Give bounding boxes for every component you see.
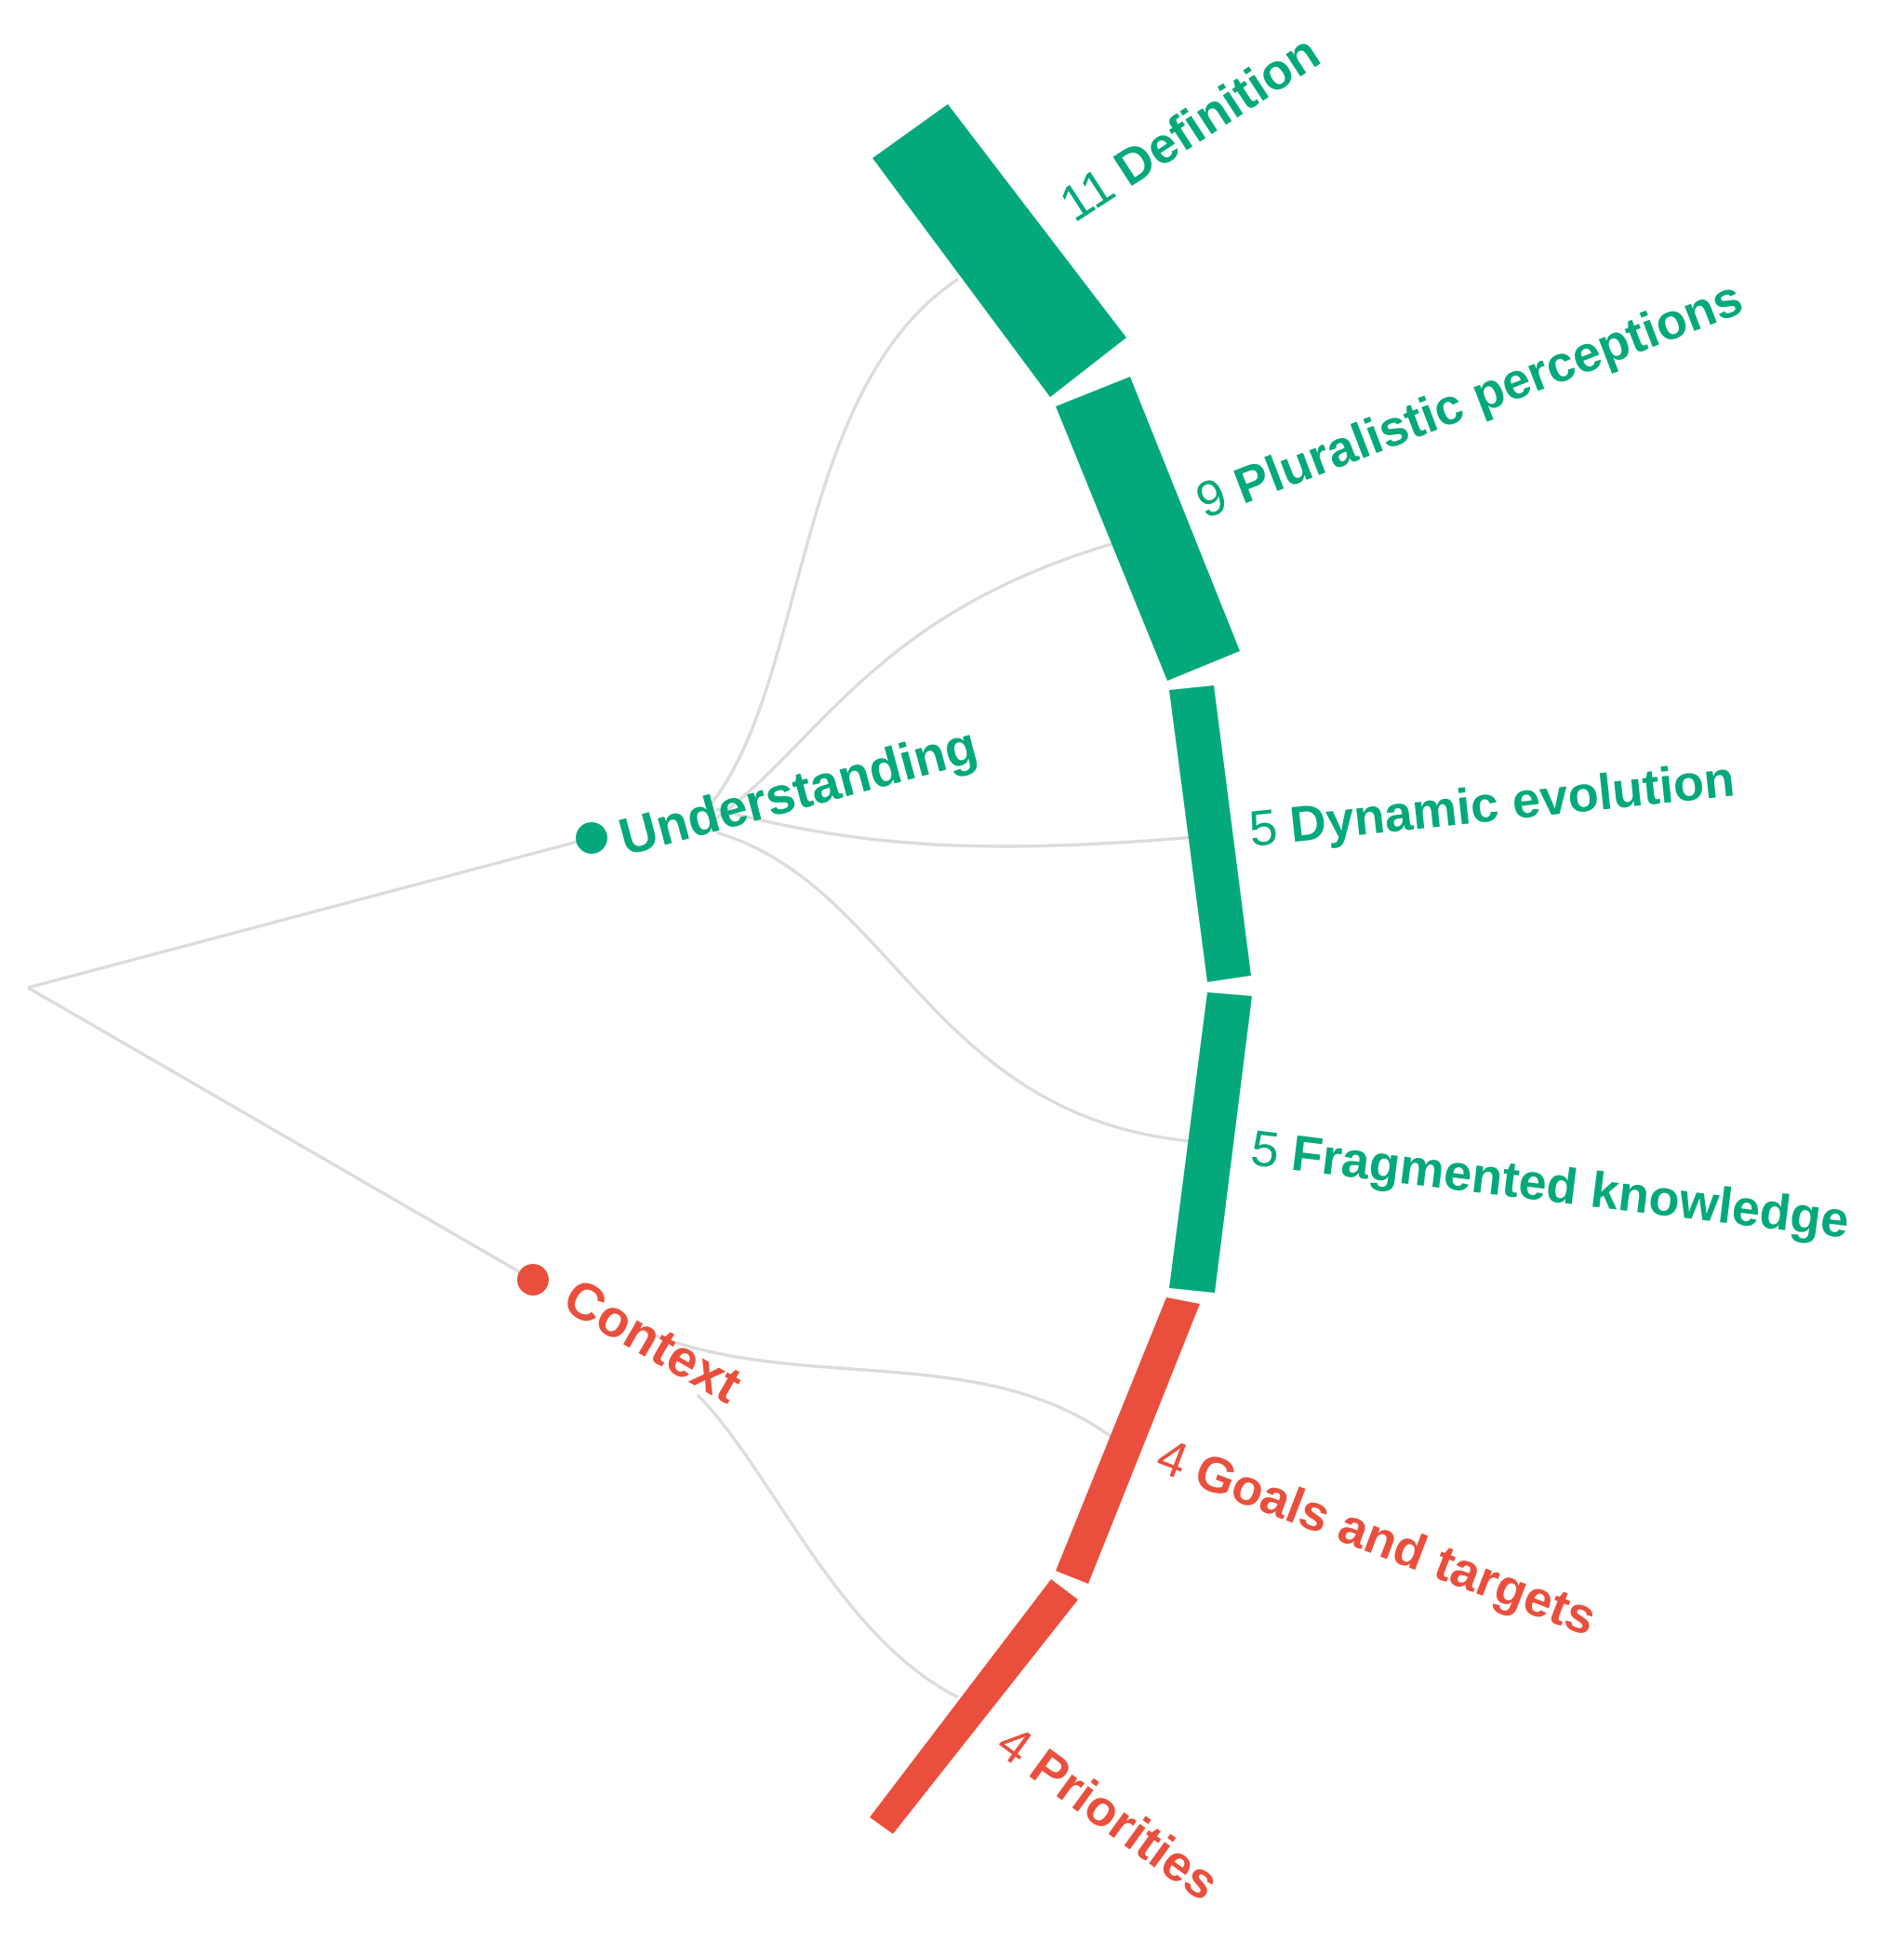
leaf-count-fragmented-knowledge: 5 [1248,1120,1283,1178]
leaf-label-definition: 11 Definition [1050,24,1329,233]
leaf-label-pluralistic-perceptions: 9 Pluralistic perceptions [1189,270,1750,529]
group-nodes-layer [517,822,607,1296]
link-understanding-dynamic-evolution [715,807,1196,848]
root-link-understanding [27,836,593,990]
leaf-label-dynamic-evolution: 5 Dynamic evolution [1246,751,1738,857]
leaf-label-priorities: 4 Priorities [987,1714,1229,1911]
link-understanding-pluralistic-perceptions [714,542,1112,820]
link-context-goals-and-targets [641,1328,1112,1439]
leaf-name-goals-and-targets: Goals and targets [1188,1442,1604,1646]
bar-dynamic-evolution[interactable] [1169,685,1251,982]
leaf-count-pluralistic-perceptions: 9 [1189,467,1235,529]
link-context-priorities [696,1393,959,1699]
bar-priorities[interactable] [870,1579,1078,1834]
leaf-bars-layer [870,104,1252,1834]
leaf-count-dynamic-evolution: 5 [1246,799,1280,857]
node-understanding[interactable] [576,822,607,854]
group-label-context: Context [554,1267,752,1415]
bar-fragmented-knowledge[interactable] [1169,992,1252,1293]
link-understanding-definition [705,277,959,811]
link-understanding-fragmented-knowledge [715,830,1192,1143]
leaf-name-priorities: Priorities [1020,1738,1230,1911]
bar-goals-and-targets[interactable] [1056,1297,1200,1584]
leaf-name-definition: Definition [1105,24,1329,197]
node-context[interactable] [517,1264,549,1296]
leaf-name-dynamic-evolution: Dynamic evolution [1287,751,1738,853]
root-link-context [27,986,534,1282]
leaf-label-fragmented-knowledge: 5 Fragmented knowledge [1248,1120,1853,1248]
leaf-name-pluralistic-perceptions: Pluralistic perceptions [1227,270,1750,515]
leaf-count-goals-and-targets: 4 [1150,1428,1196,1490]
leaf-label-goals-and-targets: 4 Goals and targets [1150,1428,1604,1646]
bar-pluralistic-perceptions[interactable] [1056,377,1240,681]
leaf-labels-layer: 11 Definition 9 Pluralistic perceptions … [987,24,1852,1911]
group-labels-layer: Understanding Context [554,714,983,1414]
leaf-count-definition: 11 [1050,157,1125,233]
leaf-name-fragmented-knowledge: Fragmented knowledge [1288,1125,1852,1249]
links-layer [27,277,1196,1699]
bar-definition[interactable] [872,104,1126,397]
